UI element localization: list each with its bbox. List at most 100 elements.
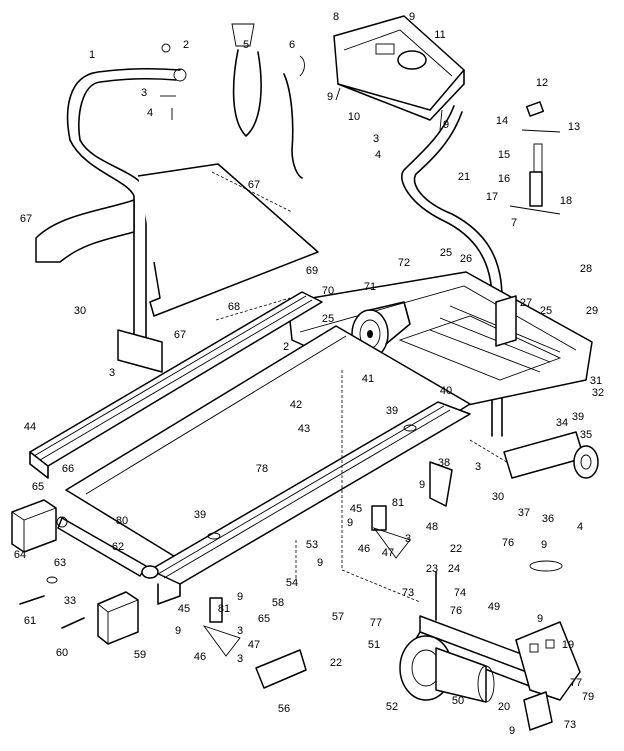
left-side-rail <box>29 291 323 479</box>
callout-65: 65 <box>32 481 44 493</box>
callout-81: 81 <box>392 497 404 509</box>
callout-69: 69 <box>306 265 318 277</box>
callout-8: 8 <box>333 11 339 23</box>
callout-48: 48 <box>426 521 438 533</box>
callout-40: 40 <box>440 385 452 397</box>
callout-29: 29 <box>586 305 598 317</box>
callout-15: 15 <box>498 149 510 161</box>
callout-9: 9 <box>419 479 425 491</box>
callout-30: 30 <box>492 491 504 503</box>
callout-73: 73 <box>564 719 576 731</box>
callout-7: 7 <box>511 217 517 229</box>
callout-3: 3 <box>109 367 115 379</box>
callout-9: 9 <box>537 613 543 625</box>
callout-34: 34 <box>556 417 568 429</box>
callout-3: 3 <box>373 133 379 145</box>
callout-25: 25 <box>322 313 334 325</box>
callout-47: 47 <box>382 547 394 559</box>
callout-2: 2 <box>283 341 289 353</box>
callout-77: 77 <box>370 617 382 629</box>
callout-14: 14 <box>496 115 508 127</box>
callout-9: 9 <box>347 517 353 529</box>
callout-63: 63 <box>54 557 66 569</box>
callout-9: 9 <box>237 591 243 603</box>
right-upright-handlebar <box>401 105 503 437</box>
callout-25: 25 <box>540 305 552 317</box>
callout-45: 45 <box>178 603 190 615</box>
callout-49: 49 <box>488 601 500 613</box>
callout-17: 17 <box>486 191 498 203</box>
callout-33: 33 <box>64 595 76 607</box>
callout-28: 28 <box>580 263 592 275</box>
assembly-guide-lines <box>295 370 521 603</box>
front-roller <box>56 516 159 579</box>
callout-25: 25 <box>440 247 452 259</box>
callout-58: 58 <box>272 597 284 609</box>
incline-bracket-lower <box>202 597 307 689</box>
callout-9: 9 <box>327 91 333 103</box>
callout-52: 52 <box>386 701 398 713</box>
incline-rack-bracket <box>515 621 581 731</box>
callout-13: 13 <box>568 121 580 133</box>
callout-46: 46 <box>194 651 206 663</box>
callout-3: 3 <box>237 653 243 665</box>
top-left-hardware <box>160 43 176 120</box>
roller-bolts <box>19 576 85 629</box>
callout-23: 23 <box>426 563 438 575</box>
left-upright-handlebar <box>66 67 187 373</box>
callout-4: 4 <box>147 107 153 119</box>
callout-60: 60 <box>56 647 68 659</box>
callout-67: 67 <box>248 179 260 191</box>
callout-32: 32 <box>592 387 604 399</box>
callout-21: 21 <box>458 171 470 183</box>
callout-38: 38 <box>438 457 450 469</box>
callout-62: 62 <box>112 541 124 553</box>
console-assembly <box>333 15 465 131</box>
callout-53: 53 <box>306 539 318 551</box>
callout-76: 76 <box>450 605 462 617</box>
callout-59: 59 <box>134 649 146 661</box>
callout-9: 9 <box>317 557 323 569</box>
callout-4: 4 <box>375 149 381 161</box>
callout-51: 51 <box>368 639 380 651</box>
callout-77: 77 <box>570 677 582 689</box>
callout-44: 44 <box>24 421 36 433</box>
callout-3: 3 <box>141 87 147 99</box>
callout-57: 57 <box>332 611 344 623</box>
callout-54: 54 <box>286 577 298 589</box>
callout-20: 20 <box>498 701 510 713</box>
callout-3: 3 <box>475 461 481 473</box>
callout-64: 64 <box>14 549 26 561</box>
callout-9: 9 <box>175 625 181 637</box>
roller-end-caps <box>11 499 139 645</box>
callout-43: 43 <box>298 423 310 435</box>
callout-5: 5 <box>243 39 249 51</box>
callout-70: 70 <box>322 285 334 297</box>
callout-22: 22 <box>450 543 462 555</box>
callout-1: 1 <box>89 49 95 61</box>
incline-motor <box>399 635 495 703</box>
callout-2: 2 <box>183 39 189 51</box>
callout-66: 66 <box>62 463 74 475</box>
callout-10: 10 <box>348 111 360 123</box>
callout-68: 68 <box>228 301 240 313</box>
callout-78: 78 <box>256 463 268 475</box>
callout-22: 22 <box>330 657 342 669</box>
rear-roller-guard <box>503 431 599 572</box>
callout-39: 39 <box>194 509 206 521</box>
callout-27: 27 <box>520 297 532 309</box>
callout-42: 42 <box>290 399 302 411</box>
callout-81: 81 <box>218 603 230 615</box>
callout-71: 71 <box>364 281 376 293</box>
callout-26: 26 <box>460 253 472 265</box>
callout-80: 80 <box>116 515 128 527</box>
callout-46: 46 <box>358 543 370 555</box>
callout-56: 56 <box>278 703 290 715</box>
warning-tag-and-cord <box>231 23 305 179</box>
callout-3: 3 <box>237 625 243 637</box>
callout-12: 12 <box>536 77 548 89</box>
callout-11: 11 <box>434 29 445 41</box>
callout-37: 37 <box>518 507 530 519</box>
callout-3: 3 <box>405 533 411 545</box>
